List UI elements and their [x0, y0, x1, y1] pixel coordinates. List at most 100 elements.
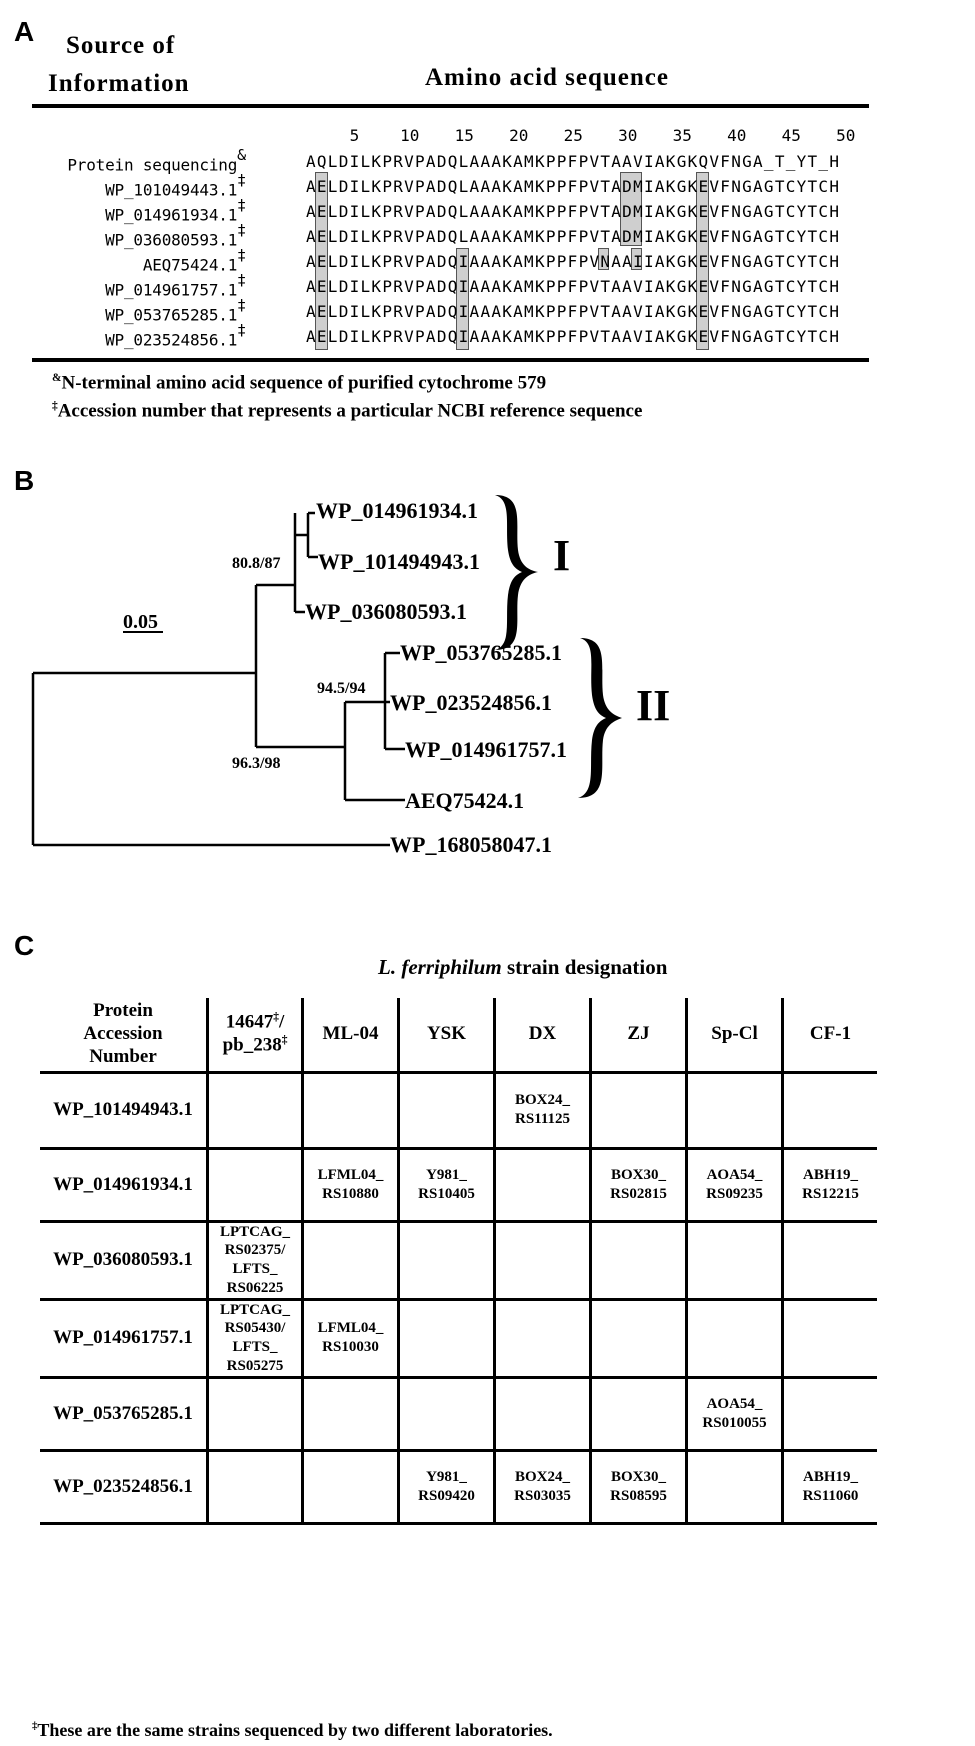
branch-root [31, 671, 390, 847]
locus-tag-cell [781, 1072, 877, 1150]
footnote-1: &N-terminal amino acid sequence of purif… [52, 372, 547, 394]
protein-accession-cell: WP_014961757.1 [40, 1297, 209, 1379]
locus-tag-cell: Y981_ RS10405 [397, 1146, 496, 1223]
locus-tag-cell [685, 1072, 784, 1150]
locus-tag-cell [397, 1297, 496, 1379]
protein-accession-cell: WP_036080593.1 [40, 1219, 209, 1301]
leaf-label: WP_168058047.1 [390, 832, 552, 857]
locus-tag-cell [589, 1072, 688, 1150]
leaf-label: WP_101494943.1 [318, 549, 480, 574]
row-label: WP_014961757.1‡ [105, 271, 246, 300]
strain-table: Protein Accession Number 14647‡/pb_238‡ … [40, 998, 877, 1525]
panel-a-letter: A [14, 16, 35, 47]
header-strain-dx: DX [493, 998, 592, 1074]
locus-tag-cell [206, 1375, 304, 1452]
locus-tag-cell [493, 1146, 592, 1223]
header-strain-spcl: Sp-Cl [685, 998, 784, 1074]
panel-a-bottom-rule [32, 358, 869, 362]
locus-tag-cell: BOX24_ RS03035 [493, 1448, 592, 1525]
locus-tag-cell [397, 1219, 496, 1301]
branch-clade-I [293, 511, 318, 614]
locus-tag-cell: ABH19_ RS12215 [781, 1146, 877, 1223]
locus-tag-cell [301, 1375, 400, 1452]
clade-label-I: I [553, 531, 570, 580]
position-tick: 30 [618, 126, 638, 145]
locus-tag-cell [589, 1297, 688, 1379]
locus-tag-cell [397, 1072, 496, 1150]
locus-tag-cell [493, 1219, 592, 1301]
locus-tag-cell [301, 1448, 400, 1525]
position-tick: 35 [672, 126, 692, 145]
row-label: WP_023524856.1‡ [105, 321, 246, 350]
locus-tag-cell [781, 1297, 877, 1379]
locus-tag-cell [589, 1219, 688, 1301]
locus-tag-cell: LFML04_ RS10880 [301, 1146, 400, 1223]
locus-tag-cell: AOA54_ RS010055 [685, 1375, 784, 1452]
brace-clade-II [578, 638, 622, 798]
locus-tag-cell [781, 1375, 877, 1452]
leaf-label: WP_053765285.1 [400, 640, 562, 665]
brace-clade-I [495, 495, 538, 650]
position-tick: 15 [454, 126, 474, 145]
leaf-label: WP_014961757.1 [405, 737, 567, 762]
row-sequence: AELDILKPRVPADQLAAAKAMKPPFPVTADMIAKGKEVFN… [306, 227, 841, 246]
row-label: Protein sequencing& [67, 146, 246, 175]
locus-tag-cell: AOA54_ RS09235 [685, 1146, 784, 1223]
table-footnote: ‡These are the same strains sequenced by… [32, 1720, 553, 1740]
position-tick: 10 [400, 126, 420, 145]
protein-accession-cell: WP_053765285.1 [40, 1375, 209, 1452]
header-strain-ml04: ML-04 [301, 998, 400, 1074]
locus-tag-cell [301, 1219, 400, 1301]
support-value: 94.5/94 [317, 680, 365, 697]
locus-tag-cell [589, 1375, 688, 1452]
leaf-label: WP_014961934.1 [316, 498, 478, 523]
row-sequence: AELDILKPRVPADQLAAAKAMKPPFPVTADMIAKGKEVFN… [306, 177, 841, 196]
locus-tag-cell: LPTCAG_ RS02375/ LFTS_ RS06225 [206, 1219, 304, 1301]
locus-tag-cell: ABH19_ RS11060 [781, 1448, 877, 1525]
locus-tag-cell [685, 1219, 784, 1301]
support-value: 96.3/98 [232, 755, 280, 772]
strain-table-title: L. ferriphilum strain designation [378, 955, 668, 979]
locus-tag-cell [493, 1297, 592, 1379]
clade-label-II: II [636, 681, 670, 730]
protein-accession-cell: WP_101494943.1 [40, 1072, 209, 1150]
row-sequence: AELDILKPRVPADQIAAAKAMKPPFPVNAAIIAKGKEVFN… [306, 252, 841, 271]
locus-tag-cell [206, 1448, 304, 1525]
leaf-label: WP_036080593.1 [305, 599, 467, 624]
header-strain-14647: 14647‡/pb_238‡ [206, 998, 304, 1074]
locus-tag-cell [206, 1072, 304, 1150]
position-tick: 50 [836, 126, 856, 145]
row-sequence: AELDILKPRVPADQIAAAKAMKPPFPVTAAVIAKGKEVFN… [306, 277, 841, 296]
locus-tag-cell [397, 1375, 496, 1452]
row-label: AEQ75424.1‡ [142, 246, 246, 275]
table-row: WP_053765285.1 AOA54_ RS010055 [40, 1375, 877, 1452]
position-tick: 40 [727, 126, 747, 145]
support-value: 80.8/87 [232, 555, 280, 572]
position-tick: 45 [781, 126, 801, 145]
row-label: WP_014961934.1‡ [105, 196, 246, 225]
row-sequence: AELDILKPRVPADQIAAAKAMKPPFPVTAAVIAKGKEVFN… [306, 302, 841, 321]
panel-a-top-rule [32, 104, 869, 108]
header-strain-cf1: CF-1 [781, 998, 877, 1074]
branch-inner-1 [254, 583, 345, 749]
branch-clade-II [383, 651, 405, 751]
phylogenetic-tree: WP_014961934.1 WP_101494943.1 WP_0360805… [31, 495, 670, 857]
locus-tag-cell [301, 1072, 400, 1150]
leaf-label: WP_023524856.1 [390, 690, 552, 715]
row-sequence: AELDILKPRVPADQLAAAKAMKPPFPVTADMIAKGKEVFN… [306, 202, 841, 221]
row-label: WP_053765285.1‡ [105, 296, 246, 325]
row-label: WP_036080593.1‡ [105, 221, 246, 250]
position-tick: 20 [509, 126, 529, 145]
locus-tag-cell: Y981_ RS09420 [397, 1448, 496, 1525]
position-tick: 5 [349, 126, 360, 145]
locus-tag-cell [206, 1146, 304, 1223]
locus-tag-cell: BOX30_ RS08595 [589, 1448, 688, 1525]
protein-accession-cell: WP_023524856.1 [40, 1448, 209, 1525]
source-header-line1: Source of [66, 32, 176, 59]
row-label: WP_101049443.1‡ [105, 171, 246, 200]
row-sequence: AELDILKPRVPADQIAAAKAMKPPFPVTAAVIAKGKEVFN… [306, 327, 841, 346]
